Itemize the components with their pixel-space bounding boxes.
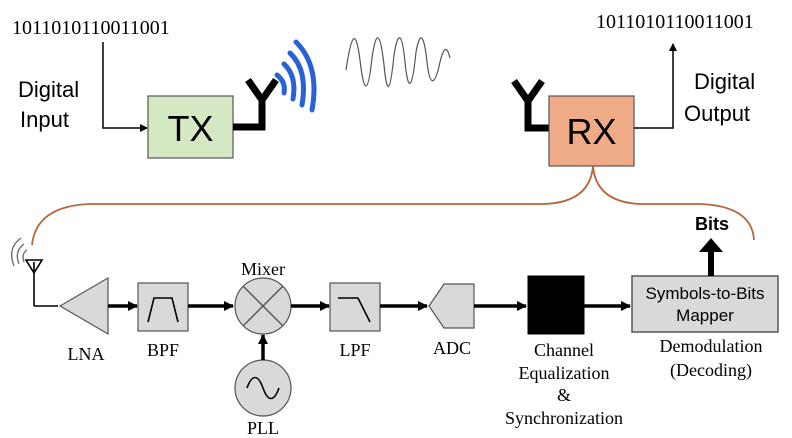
- lpf-block: [329, 282, 381, 332]
- lpf-label: LPF: [339, 340, 370, 360]
- demodulation-label-line2: (Decoding): [670, 360, 752, 381]
- channel-label-line2: Equalization: [519, 363, 610, 383]
- digital-input-label-line1: Digital: [18, 77, 79, 102]
- lowpass-filter-icon: [338, 297, 371, 323]
- digital-output-label-line2: Output: [684, 101, 750, 126]
- rx-to-output-arrow: [634, 43, 677, 129]
- tx-block: [147, 95, 234, 159]
- rx-antenna-icon: [511, 78, 549, 132]
- channel-label-line4: Synchronization: [505, 408, 623, 428]
- channel-label-line1: Channel: [534, 340, 594, 360]
- lna-amplifier-block: [58, 276, 109, 336]
- digital-output-label-line1: Digital: [694, 69, 755, 94]
- adc-label: ADC: [433, 338, 471, 358]
- symbols-to-bits-mapper-block: [631, 275, 779, 333]
- rf-signal-waveform: [345, 37, 451, 87]
- bpf-label: BPF: [147, 340, 179, 360]
- bpf-block: [137, 282, 189, 332]
- input-bitstream: 1011010110011001: [12, 17, 170, 39]
- bits-label: Bits: [695, 214, 729, 234]
- demodulation-label-line1: Demodulation: [660, 336, 763, 356]
- receive-antenna-icon: [24, 259, 58, 307]
- adc-block: [428, 283, 475, 329]
- rx-expansion-bracket: [31, 165, 755, 246]
- mixer-label: Mixer: [241, 259, 285, 279]
- mapper-label-line1: Symbols-to-Bits: [645, 284, 764, 303]
- tx-label: TX: [167, 108, 213, 149]
- mixer-cross-icon: [242, 285, 284, 327]
- output-bitstream: 1011010110011001: [596, 11, 754, 33]
- bits-arrowhead-icon: [699, 238, 723, 252]
- rx-block: [548, 95, 635, 167]
- channel-equalization-block: [527, 275, 585, 335]
- digital-input-label-line2: Input: [20, 107, 69, 132]
- mapper-label-line2: Mapper: [676, 306, 734, 325]
- input-to-tx-arrow: [102, 42, 148, 132]
- tx-antenna-icon: [233, 77, 279, 131]
- lna-label: LNA: [68, 344, 105, 364]
- pll-label: PLL: [247, 418, 279, 438]
- rx-label: RX: [566, 111, 616, 152]
- sine-wave-icon: [246, 376, 280, 400]
- wireless-signal-icon: [274, 39, 317, 113]
- receive-signal-icon: [11, 237, 28, 267]
- bandpass-filter-icon: [147, 297, 179, 323]
- channel-label-line3: &: [557, 385, 571, 405]
